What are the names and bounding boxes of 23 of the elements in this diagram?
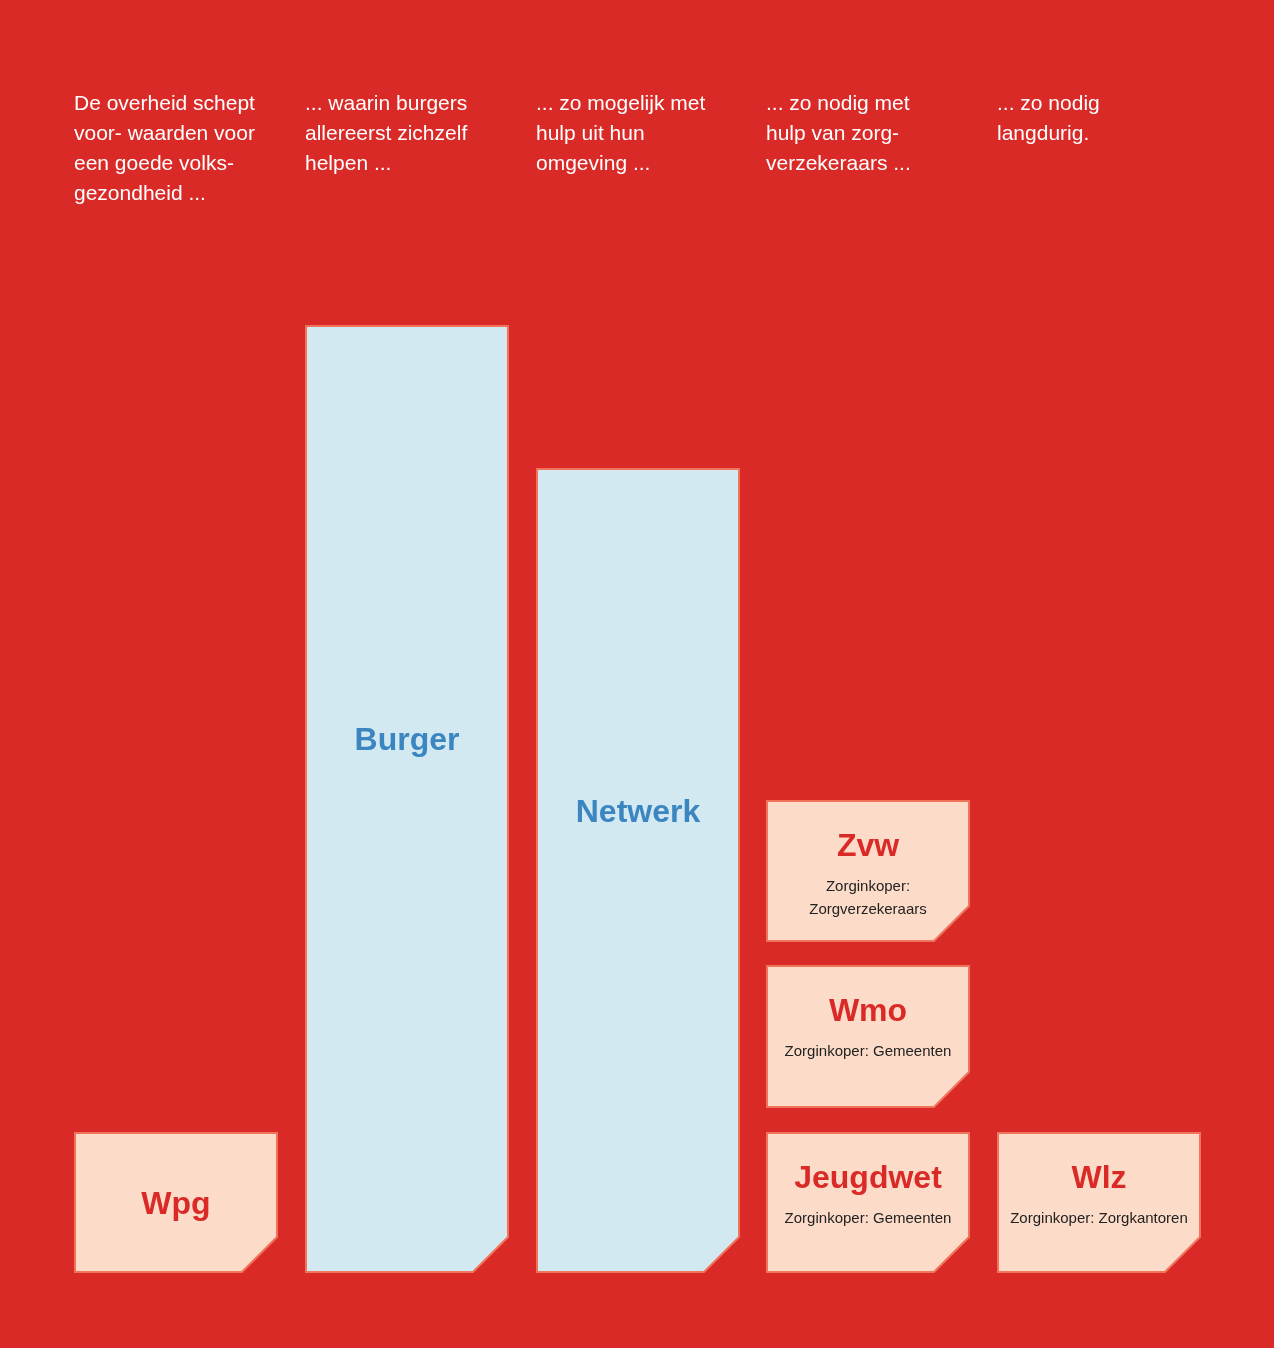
column-caption: De overheid schept voor- waarden voor een goede volks- gezondheid ...	[74, 90, 256, 206]
box-note: Zorginkoper: Zorgverzekeraars	[808, 876, 928, 919]
law-box	[997, 1132, 1201, 1273]
law-box	[74, 1132, 278, 1273]
box-title: Jeugdwet	[794, 1158, 942, 1196]
box-title: Wpg	[141, 1183, 211, 1222]
bar-column	[305, 325, 509, 1273]
box-title: Burger	[354, 720, 460, 758]
column-caption: ... zo mogelijk met hulp uit hun omgeving ...	[536, 90, 707, 176]
column-caption: ... zo nodig met hulp van zorg- verzekeraars ...	[766, 90, 912, 176]
box-title: Wlz	[1071, 1158, 1127, 1196]
law-box	[766, 965, 970, 1108]
box-note: Zorginkoper: Gemeenten	[783, 1208, 953, 1228]
column-caption: ... zo nodig langdurig.	[997, 90, 1101, 146]
box-title: Wmo	[828, 991, 908, 1029]
law-box	[766, 800, 970, 942]
column-caption: ... waarin burgers allereerst zichzelf helpen ...	[305, 90, 469, 176]
law-box	[766, 1132, 970, 1273]
box-title: Netwerk	[575, 791, 701, 830]
box-note: Zorginkoper: Zorgkantoren	[1009, 1208, 1189, 1228]
box-note: Zorginkoper: Gemeenten	[783, 1041, 953, 1061]
bar-column	[536, 468, 740, 1273]
box-title: Zvw	[836, 826, 900, 864]
